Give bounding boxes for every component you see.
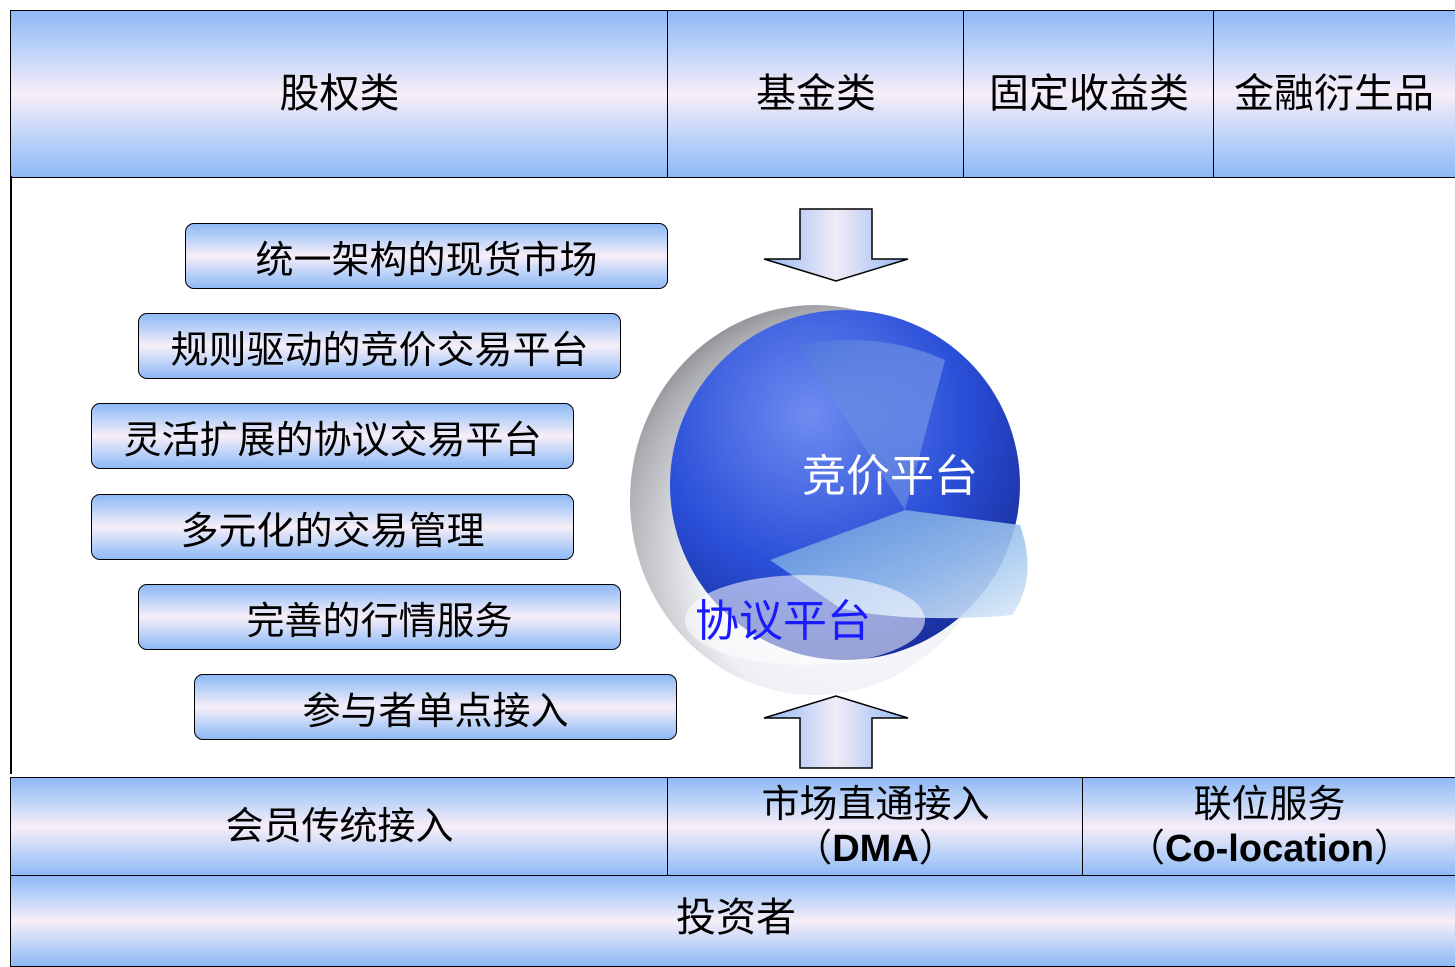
access-sublabel: （Co-location） [1126,825,1412,872]
access-label: 会员传统接入 [225,804,454,849]
category-label: 基金类 [756,71,876,117]
feature-label: 参与者单点接入 [302,688,569,733]
investor-label: 投资者 [676,895,796,941]
category-derivatives: 金融衍生品 [1213,10,1455,178]
category-equity: 股权类 [10,10,669,178]
feature-label: 灵活扩展的协议交易平台 [123,417,542,462]
down-arrow [763,208,909,282]
paren-close: ） [918,825,957,870]
category-fund: 基金类 [667,10,965,178]
auction-platform-label: 竞价平台 [802,451,978,502]
access-label: 联位服务 [1193,781,1346,826]
paren-close: ） [1373,825,1412,870]
core-sphere: 竞价平台 协议平台 [600,290,1060,710]
category-label: 金融衍生品 [1234,71,1434,117]
investor-band: 投资者 [10,875,1455,967]
dma-code: DMA [832,827,919,870]
feature-unified-spot-market: 统一架构的现货市场 [185,223,668,289]
feature-label: 统一架构的现货市场 [255,237,598,282]
category-label: 股权类 [279,71,400,117]
paren-open: （ [1126,825,1165,870]
feature-diversified-management: 多元化的交易管理 [91,494,574,560]
feature-single-point-access: 参与者单点接入 [194,674,677,740]
access-colocation: 联位服务 （Co-location） [1082,777,1455,877]
colo-code: Co-location [1165,827,1374,870]
access-label: 市场直通接入 [761,781,990,826]
category-fixed-income: 固定收益类 [963,10,1215,178]
paren-open: （ [794,825,833,870]
access-traditional: 会员传统接入 [10,777,669,877]
frame-left-line [10,176,12,774]
feature-flexible-negotiation: 灵活扩展的协议交易平台 [91,403,574,469]
feature-label: 规则驱动的竞价交易平台 [170,327,589,372]
negotiation-platform-label: 协议平台 [695,596,871,647]
feature-rule-driven-auction: 规则驱动的竞价交易平台 [138,313,621,379]
access-dma: 市场直通接入 （DMA） [667,777,1084,877]
feature-market-data-service: 完善的行情服务 [138,584,621,650]
access-sublabel: （DMA） [794,825,957,872]
category-label: 固定收益类 [989,71,1189,117]
feature-label: 完善的行情服务 [246,598,513,643]
up-arrow [763,695,909,769]
feature-label: 多元化的交易管理 [180,508,485,553]
sphere-graphic [630,305,1028,695]
